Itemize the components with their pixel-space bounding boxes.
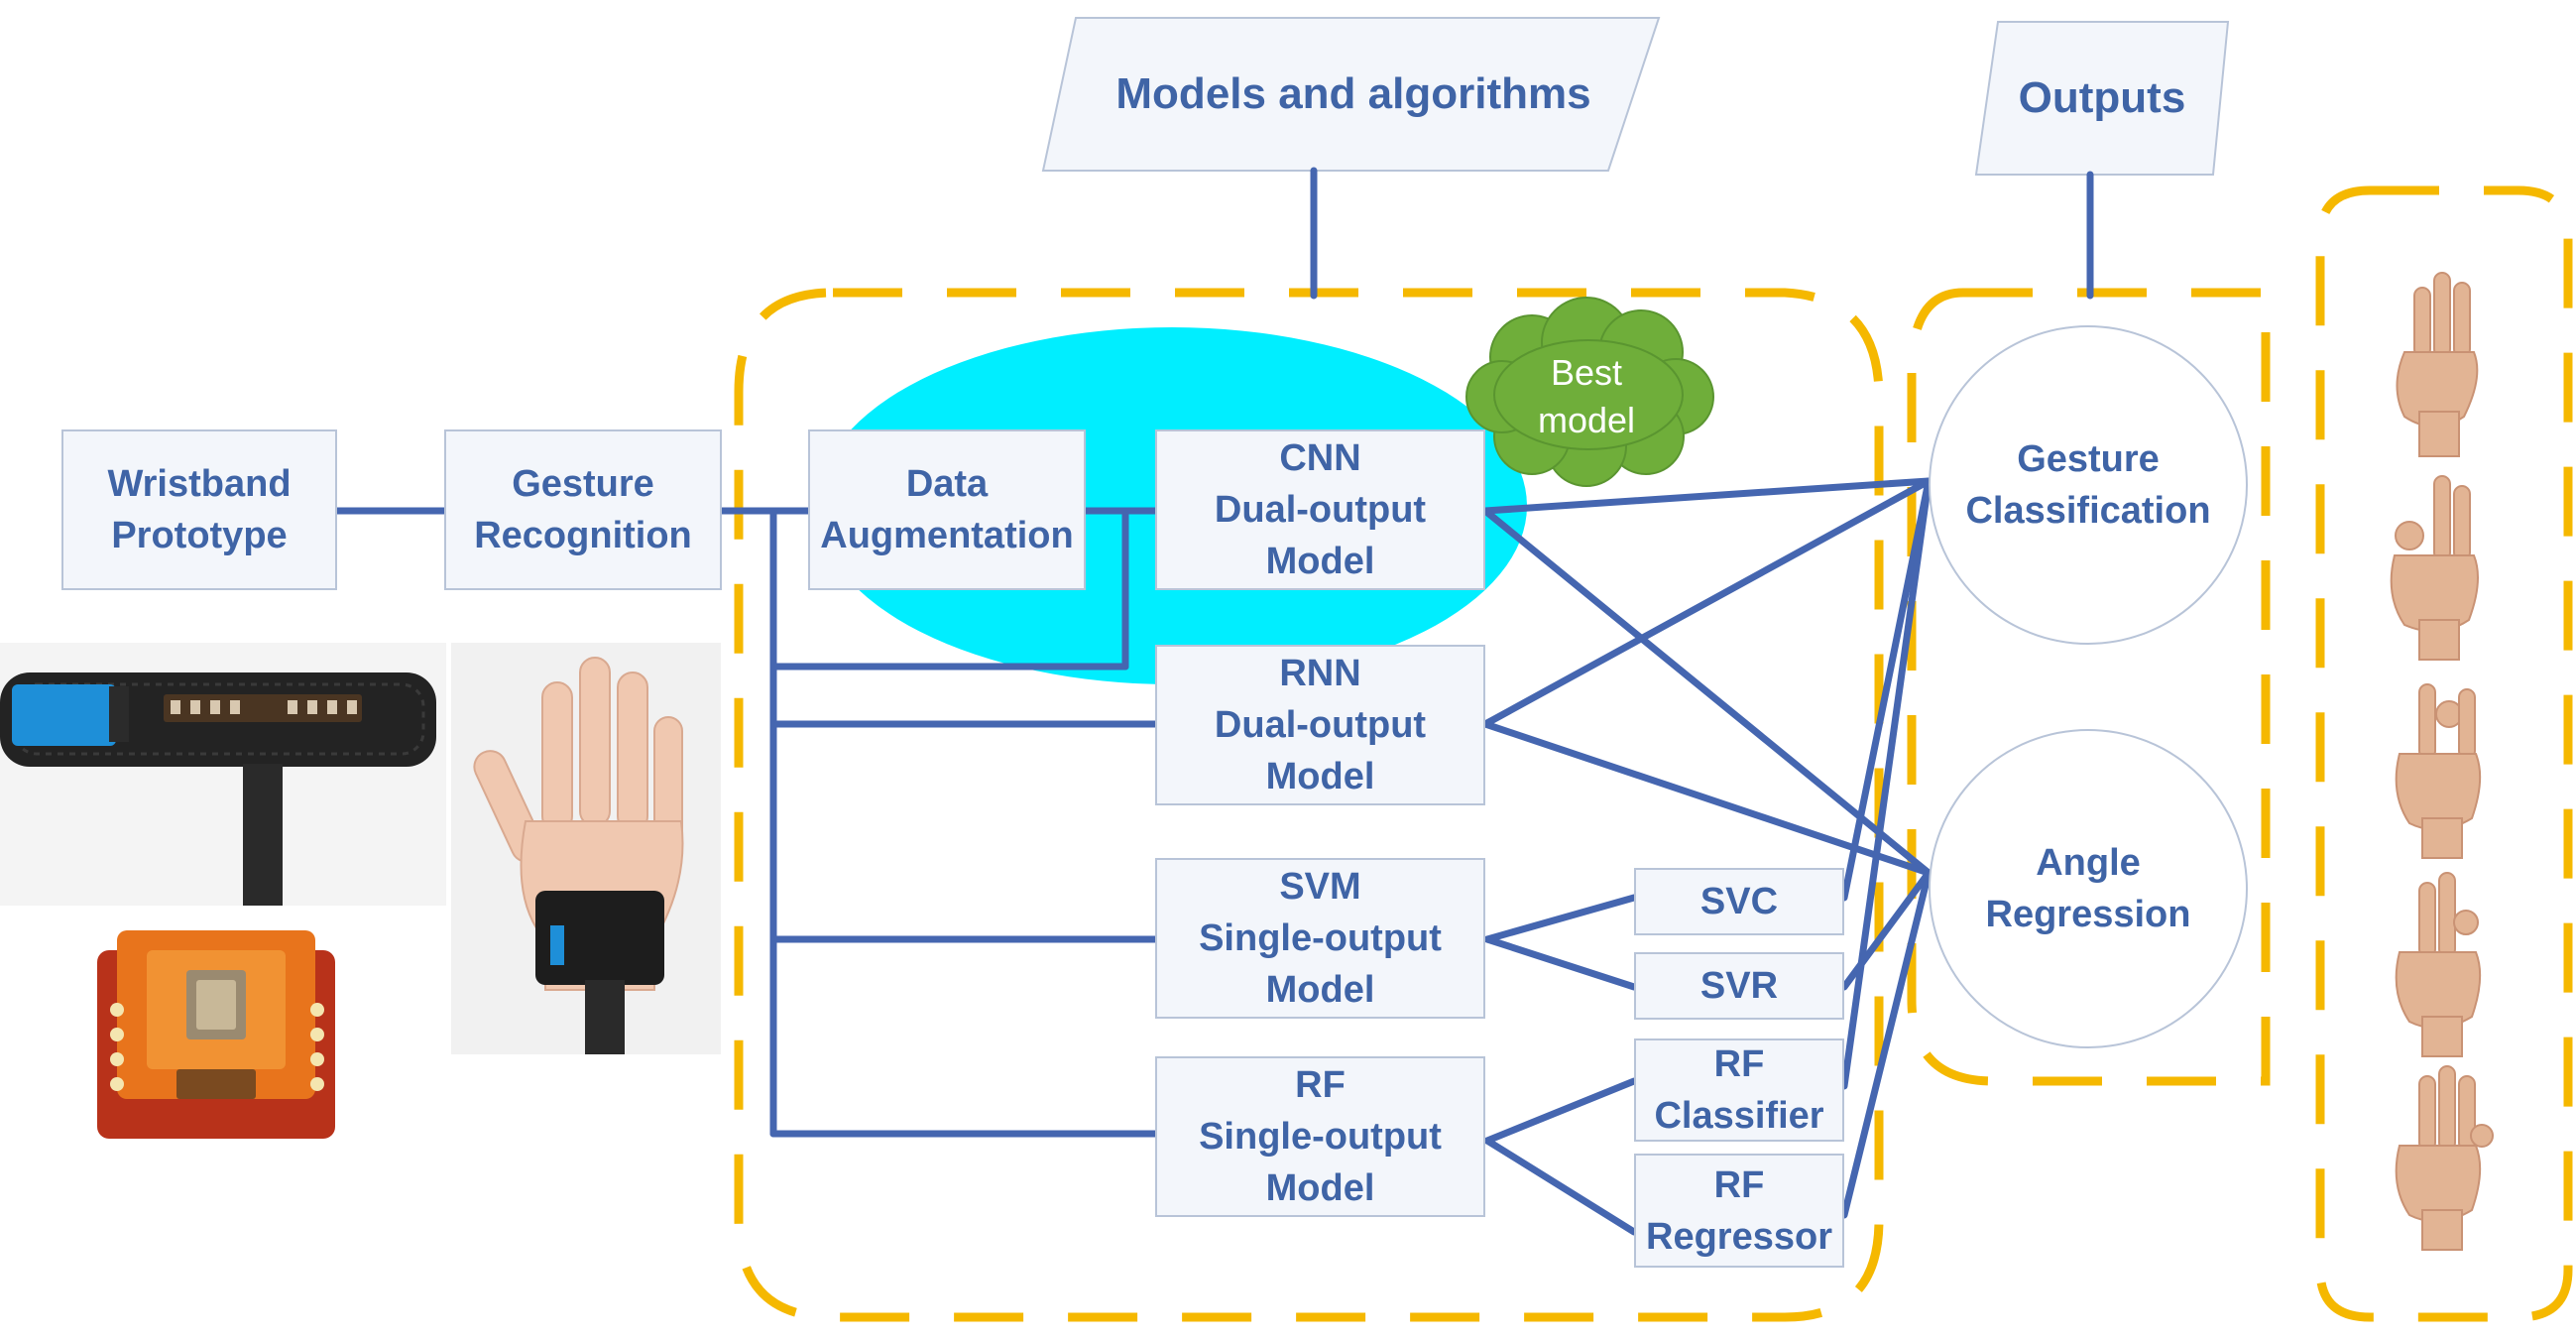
angle-regression-line-1: Angle [2036, 842, 2141, 884]
outputs-header: Outputs [1983, 22, 2221, 175]
cnn-model-box: CNN Dual-output Model [1155, 429, 1485, 590]
connector-lines [333, 167, 2094, 1236]
rnn-model-box: RNN Dual-output Model [1155, 645, 1485, 805]
outputs-label: Outputs [2018, 73, 2186, 122]
gesture-classification-circle: Gesture Classification [1929, 325, 2248, 645]
rf-classifier-line-1: RF [1713, 1043, 1765, 1085]
best-model-line-1: Best [1550, 352, 1623, 393]
hand-gesture-3 [2395, 683, 2482, 859]
hand-gesture-column [2365, 268, 2528, 1260]
gesture-recognition-box: Gesture Recognition [444, 429, 722, 590]
outputs-header-shape [1974, 21, 2230, 176]
wristband-photo [0, 643, 446, 906]
gesture-classification-line-2: Classification [1965, 490, 2211, 532]
rf-regressor-line-2: Regressor [1646, 1215, 1832, 1258]
hand-gesture-4 [2395, 872, 2482, 1057]
models-header-shape [1041, 17, 1661, 172]
cnn-line-1: CNN [1279, 437, 1361, 479]
svm-line-2: Single-output [1199, 917, 1442, 959]
gesture-recognition-line-2: Recognition [474, 515, 692, 556]
svm-line-3: Model [1265, 969, 1375, 1011]
rf-line-2: Single-output [1199, 1116, 1442, 1158]
wristband-line-1: Wristband [107, 463, 292, 505]
svm-model-box: SVM Single-output Model [1155, 858, 1485, 1019]
cnn-line-3: Model [1265, 541, 1375, 582]
outputs-dashed-group [1907, 288, 2271, 1086]
data-augmentation-line-1: Data [905, 463, 989, 505]
svm-line-1: SVM [1279, 866, 1361, 908]
best-model-line-2: model [1537, 400, 1636, 440]
models-dashed-group [734, 288, 1884, 1322]
data-augmentation-line-2: Augmentation [820, 515, 1074, 556]
rf-line-1: RF [1295, 1064, 1346, 1106]
rf-line-3: Model [1265, 1167, 1375, 1209]
svr-label: SVR [1699, 965, 1779, 1007]
rf-classifier-line-2: Classifier [1654, 1095, 1824, 1137]
gesture-recognition-line-1: Gesture [512, 463, 654, 505]
rf-classifier-box: RF Classifier [1634, 1038, 1844, 1142]
models-algorithms-header: Models and algorithms [1061, 18, 1646, 171]
gesture-classification-line-1: Gesture [2017, 438, 2160, 480]
hand-gesture-1 [2396, 272, 2479, 457]
cnn-line-2: Dual-output [1214, 489, 1427, 531]
hand-gesture-2 [2390, 475, 2479, 661]
sensor-chip-photo [87, 911, 347, 1141]
rnn-line-3: Model [1265, 756, 1375, 797]
rnn-line-1: RNN [1279, 653, 1361, 694]
svc-box: SVC [1634, 868, 1844, 935]
wristband-prototype-box: Wristband Prototype [61, 429, 337, 590]
svc-label: SVC [1699, 881, 1779, 922]
wristband-line-2: Prototype [111, 515, 288, 556]
hand-gesture-5 [2395, 1065, 2494, 1251]
rf-model-box: RF Single-output Model [1155, 1056, 1485, 1217]
rf-regressor-box: RF Regressor [1634, 1154, 1844, 1268]
hand-wristband-photo [451, 643, 721, 1054]
angle-regression-line-2: Regression [1985, 894, 2191, 935]
rf-regressor-line-1: RF [1713, 1163, 1765, 1206]
svr-box: SVR [1634, 952, 1844, 1020]
rnn-line-2: Dual-output [1214, 704, 1427, 746]
models-algorithms-label: Models and algorithms [1115, 69, 1591, 118]
best-model-cloud [1465, 297, 1714, 487]
best-model-label: Best model [1482, 342, 1691, 451]
data-augmentation-box: Data Augmentation [808, 429, 1086, 590]
angle-regression-circle: Angle Regression [1929, 729, 2248, 1048]
